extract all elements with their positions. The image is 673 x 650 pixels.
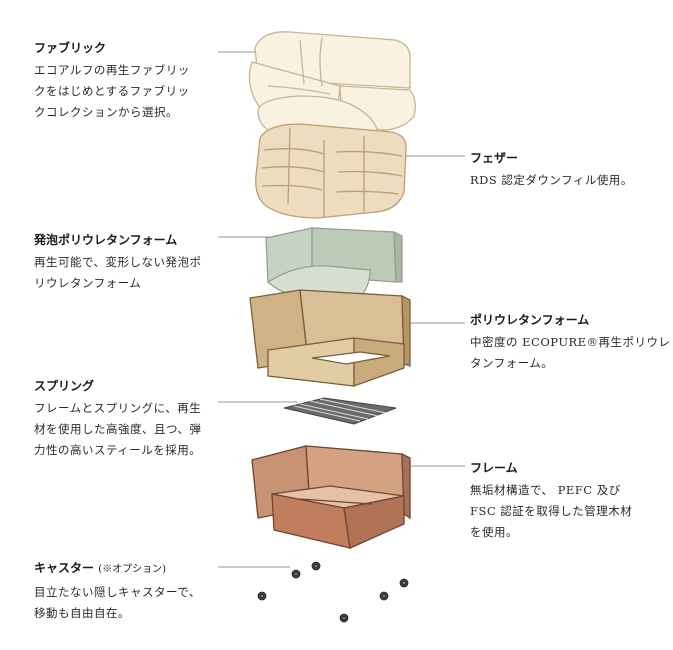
label-foam: 発泡ポリウレタンフォーム 再生可能で、変形しない発泡ポ リウレタンフォーム <box>34 232 202 294</box>
caster-icon <box>339 613 349 623</box>
spring-layer <box>283 397 397 425</box>
caster-icon <box>399 578 409 588</box>
label-feather-title: フェザー <box>470 151 519 165</box>
foam-layer <box>265 227 403 303</box>
label-spring-title: スプリング <box>34 379 95 393</box>
label-caster: キャスター (※オプション) 目立たない隠しキャスターで、 移動も自由自在。 <box>34 560 201 624</box>
label-urethane: ポリウレタンフォーム 中密度の ECOPURE®再生ポリウレ タンフォーム。 <box>470 312 671 374</box>
label-caster-title: キャスター <box>34 561 95 575</box>
label-caster-title-row: キャスター (※オプション) <box>34 560 201 578</box>
label-frame: フレーム 無垢材構造で、 PEFC 及び FSC 認証を取得した管理木材 を使用… <box>470 460 632 543</box>
label-foam-title: 発泡ポリウレタンフォーム <box>34 233 178 247</box>
label-spring: スプリング フレームとスプリングに、再生 材を使用した高強度、且つ、弾 力性の高… <box>34 378 202 461</box>
frame-layer <box>251 445 411 549</box>
label-spring-desc: フレームとスプリングに、再生 材を使用した高強度、且つ、弾 力性の高いスティール… <box>34 401 202 457</box>
caster-icon <box>379 591 389 601</box>
urethane-layer <box>249 289 411 387</box>
label-feather-desc: RDS 認定ダウンフィル使用。 <box>470 173 633 187</box>
label-caster-note: (※オプション) <box>98 564 167 575</box>
feather-layer <box>255 123 407 219</box>
label-feather: フェザー RDS 認定ダウンフィル使用。 <box>470 150 633 191</box>
label-fabric-desc: エコアルフの再生ファブリッ クをはじめとするファブリッ クコレクションから選択。 <box>34 63 190 119</box>
label-urethane-title: ポリウレタンフォーム <box>470 313 590 327</box>
caster-icon <box>257 591 267 601</box>
label-urethane-desc: 中密度の ECOPURE®再生ポリウレ タンフォーム。 <box>470 335 671 370</box>
label-fabric-title: ファブリック <box>34 41 107 55</box>
caster-icon <box>311 561 321 571</box>
caster-set <box>257 561 409 623</box>
label-foam-desc: 再生可能で、変形しない発泡ポ リウレタンフォーム <box>34 255 202 290</box>
label-frame-desc: 無垢材構造で、 PEFC 及び FSC 認証を取得した管理木材 を使用。 <box>470 483 633 539</box>
fabric-layer <box>248 31 416 142</box>
label-fabric: ファブリック エコアルフの再生ファブリッ クをはじめとするファブリッ クコレクシ… <box>34 40 190 123</box>
label-caster-desc: 目立たない隠しキャスターで、 移動も自由自在。 <box>34 585 201 620</box>
label-frame-title: フレーム <box>470 461 518 475</box>
caster-icon <box>291 569 301 579</box>
